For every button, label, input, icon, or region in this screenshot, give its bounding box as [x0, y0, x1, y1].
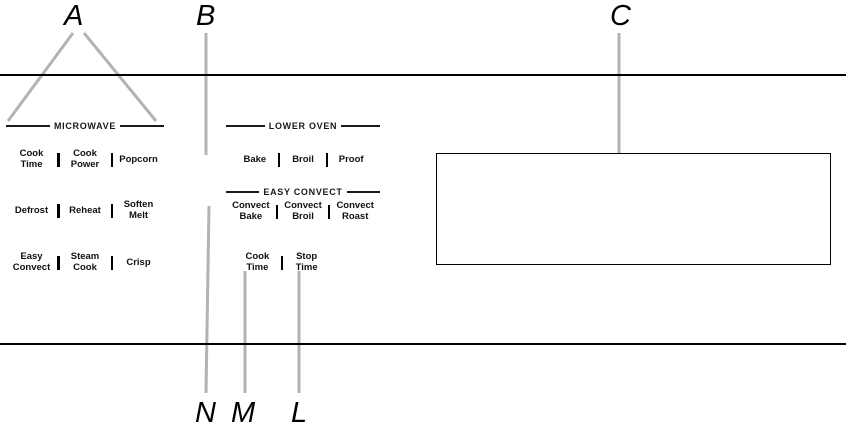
button-broil: Broil	[292, 153, 314, 165]
button-separator	[57, 204, 60, 218]
button-separator	[110, 204, 113, 218]
lower-oven-header: LOWER OVEN	[226, 120, 381, 132]
button-cook-power: Cook Power	[70, 148, 100, 170]
display-window	[436, 153, 831, 265]
button-separator	[110, 153, 113, 167]
lower-oven-header-label: LOWER OVEN	[268, 121, 338, 131]
lower-oven-section: LOWER OVEN Bake Broil Proof EASY CONVECT…	[226, 120, 381, 285]
microwave-header: MICROWAVE	[6, 120, 165, 132]
lower-oven-row-1: Bake Broil Proof	[232, 148, 374, 172]
button-stop-time: Stop Time	[295, 251, 318, 273]
callout-label-c: C	[610, 0, 631, 32]
button-separator	[110, 256, 113, 270]
panel-top-edge	[0, 74, 846, 76]
button-bake: Bake	[243, 153, 267, 165]
easy-convect-header-label: EASY CONVECT	[263, 187, 343, 197]
callout-label-b: B	[196, 0, 216, 32]
header-line-right	[341, 125, 381, 127]
button-steam-cook: Steam Cook	[70, 251, 100, 273]
button-crisp: Crisp	[126, 256, 151, 268]
button-separator	[325, 153, 329, 167]
microwave-row-2: Defrost Reheat Soften Melt	[6, 199, 164, 223]
callout-label-a: A	[64, 0, 84, 32]
microwave-row-1: Cook Time Cook Power Popcorn	[6, 148, 164, 172]
header-line-right	[120, 125, 165, 127]
callout-line-n	[204, 205, 211, 394]
header-line-left	[226, 191, 260, 193]
easy-convect-header: EASY CONVECT	[226, 186, 380, 198]
callout-label-m: M	[231, 397, 256, 429]
button-separator	[280, 256, 284, 270]
lower-oven-row-3: Cook Time Stop Time	[234, 251, 330, 275]
panel-bottom-edge	[0, 343, 846, 345]
microwave-row-3: Easy Convect Steam Cook Crisp	[6, 251, 164, 275]
button-convect-roast: Convect Roast	[336, 200, 374, 222]
button-convect-bake: Convect Bake	[232, 200, 270, 222]
button-convect-broil: Convect Broil	[284, 200, 322, 222]
microwave-section: MICROWAVE Cook Time Cook Power Popcorn D…	[6, 120, 165, 285]
button-cook-time-lower: Cook Time	[245, 251, 270, 273]
callout-label-l: L	[291, 397, 308, 429]
button-separator	[57, 153, 60, 167]
button-separator	[57, 256, 60, 270]
button-proof: Proof	[338, 153, 364, 165]
button-easy-convect: Easy Convect	[12, 251, 51, 273]
callout-line-a-left	[6, 32, 75, 122]
header-line-left	[6, 125, 50, 127]
button-separator	[327, 205, 331, 219]
header-line-left	[226, 125, 265, 127]
callout-line-a-right	[82, 32, 158, 122]
button-separator	[275, 205, 279, 219]
button-popcorn: Popcorn	[119, 153, 158, 165]
callout-label-n: N	[195, 397, 216, 429]
header-line-right	[346, 191, 380, 193]
button-separator	[277, 153, 281, 167]
button-cook-time: Cook Time	[19, 148, 44, 170]
lower-oven-row-2: Convect Bake Convect Broil Convect Roast	[226, 200, 380, 224]
button-defrost: Defrost	[14, 204, 49, 216]
microwave-header-label: MICROWAVE	[53, 121, 117, 131]
button-reheat: Reheat	[69, 204, 101, 216]
button-soften-melt: Soften Melt	[123, 199, 154, 221]
